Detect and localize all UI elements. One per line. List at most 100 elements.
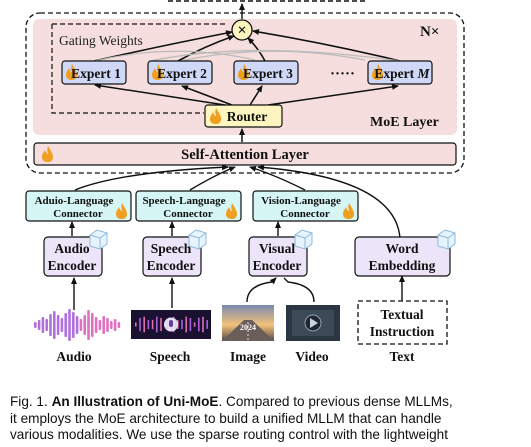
connector-label-line2: Connector xyxy=(280,208,330,220)
multiply-symbol: × xyxy=(237,22,246,39)
frozen-cube-icon xyxy=(437,229,456,250)
caption-line-3: various modalities. We use the sparse ro… xyxy=(10,427,448,443)
waveform-bar xyxy=(106,318,109,332)
waveform-bar xyxy=(102,316,105,334)
router-to-expert3-arrow xyxy=(249,85,263,106)
n-times-label: N× xyxy=(420,24,439,40)
waveform-bar xyxy=(34,322,37,328)
encoder-label-line2: Encoder xyxy=(253,258,302,273)
encoder-label-line2: Encoder xyxy=(48,258,97,273)
image-input-arrow xyxy=(246,277,277,303)
waveform-bar xyxy=(53,311,56,339)
encoder-label-line1: Word xyxy=(385,241,418,256)
figure-caption: Fig. 1. An Illustration of Uni-MoE. Comp… xyxy=(10,394,525,444)
gating-weights-label: Gating Weights xyxy=(59,33,143,48)
connector-label-line2: Connector xyxy=(163,208,213,220)
input-label-speech: Speech xyxy=(150,349,191,364)
waveform-bar xyxy=(79,319,83,331)
connectors-row: Aduio-LanguageConnectorSpeech-LanguageCo… xyxy=(25,190,359,222)
waveform-bar xyxy=(41,317,45,333)
waveform-bar xyxy=(98,320,102,330)
expert-label: Expert 1 xyxy=(71,66,121,81)
gating-curve xyxy=(94,50,256,62)
encoder-label-line2: Encoder xyxy=(147,258,196,273)
audio-connector-arrow xyxy=(74,164,229,191)
expert-2-box: Expert 2 xyxy=(147,60,213,85)
textual-instruction-line1: Textual xyxy=(380,307,423,322)
caption-text-1: . Compared to previous dense MLLMs, xyxy=(218,394,453,409)
connector-flame-icon xyxy=(343,203,354,219)
encoder-label-line2: Embedding xyxy=(369,258,436,273)
self-attention-box xyxy=(33,142,457,166)
input-label-audio: Audio xyxy=(56,349,92,364)
waveform-bar xyxy=(87,310,90,340)
waveform-bar xyxy=(94,317,98,333)
connector-label-line1: Aduio-Language xyxy=(35,195,114,207)
waveform-bar xyxy=(75,316,79,334)
multiply-node xyxy=(231,19,253,41)
encoders-row: AudioEncoderSpeechEncoderVisualEncoderWo… xyxy=(43,229,456,277)
textual-instruction-line2: Instruction xyxy=(370,324,435,339)
caption-prefix: Fig. 1. xyxy=(10,394,52,409)
speech-image xyxy=(131,310,211,339)
gating-curve xyxy=(179,50,366,62)
waveform-bar xyxy=(117,322,121,328)
waveform-bar xyxy=(45,319,48,331)
frozen-cube-icon xyxy=(89,229,108,250)
waveform-bar xyxy=(68,309,71,341)
connector-label-line1: Speech-Language xyxy=(142,195,225,207)
connector-label-line2: Connector xyxy=(53,208,103,220)
router-to-expert1-arrow xyxy=(94,82,226,106)
caption-title: An Illustration of Uni-MoE xyxy=(51,394,219,409)
waveform-bar xyxy=(113,319,117,331)
waveform-bar xyxy=(72,312,75,338)
waveform-bar xyxy=(83,315,86,335)
expert-flame-icon xyxy=(152,64,163,80)
audio-waveform-image xyxy=(34,309,121,341)
connector-label-line1: Vision-Language xyxy=(261,195,341,207)
frozen-cube-icon xyxy=(294,229,313,250)
encoder-label-line1: Speech xyxy=(151,241,192,256)
waveform-bar xyxy=(37,320,41,330)
expertm-to-multiply-arrow xyxy=(252,29,401,62)
expert3-to-multiply-arrow xyxy=(247,37,266,62)
textual-instruction-box xyxy=(357,300,448,345)
waveform-bar xyxy=(49,314,52,336)
gating-curve xyxy=(149,49,401,62)
video-thumbnail xyxy=(286,305,340,341)
waveform-bar xyxy=(64,313,67,337)
expert-flame-icon xyxy=(66,64,77,80)
self-attention-flame-icon xyxy=(42,146,53,162)
expert-label: Expert M xyxy=(374,66,430,81)
input-label-image: Image xyxy=(230,349,266,364)
gating-dashed-box xyxy=(51,24,204,114)
router-label: Router xyxy=(227,109,268,124)
router-flame-icon xyxy=(210,108,221,124)
input-label-video: Video xyxy=(295,349,328,364)
image-badge-text: 2024 xyxy=(240,323,256,332)
speech-connector-arrow xyxy=(189,166,236,191)
router-to-expert2-arrow xyxy=(181,85,233,106)
connector-flame-icon xyxy=(226,203,237,219)
router-box xyxy=(204,104,283,128)
expert2-to-multiply-arrow xyxy=(177,35,235,62)
self-attention-label: Self-Attention Layer xyxy=(181,147,309,163)
vision-connector-arrow xyxy=(249,165,306,191)
expert-3-box: Expert 3 xyxy=(233,60,299,85)
connector-flame-icon xyxy=(116,203,127,219)
waveform-bar xyxy=(56,315,60,335)
expert-4-box: Expert M xyxy=(367,60,433,85)
encoder-label-line1: Visual xyxy=(259,241,296,256)
experts-row: Expert 1 Expert 2 Expert 3 Expert M xyxy=(61,60,433,85)
moe-layer-label: MoE Layer xyxy=(370,115,439,130)
image-thumbnail: 2024 xyxy=(222,305,274,341)
